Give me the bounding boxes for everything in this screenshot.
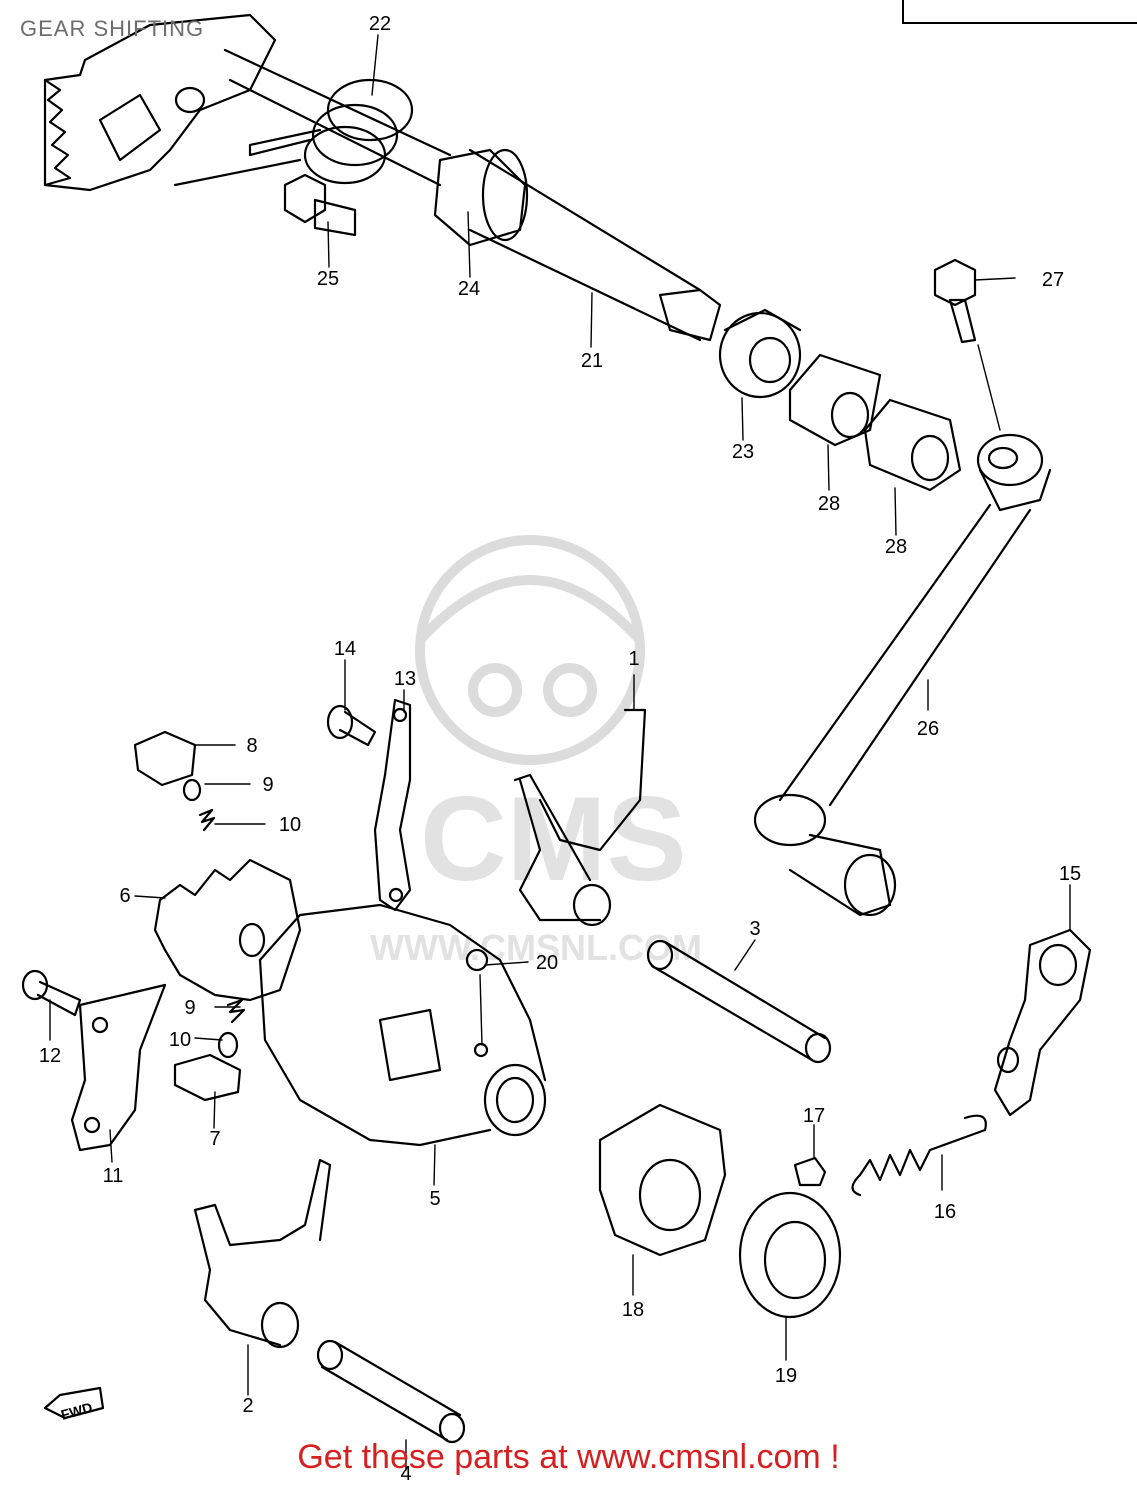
watermark-logo-text: CMS (420, 772, 687, 906)
callout-7: 7 (209, 1128, 220, 1150)
callout-9: 9 (184, 997, 195, 1019)
corner-frame (902, 0, 1137, 24)
cam-guide-plate (70, 983, 167, 1152)
callout-23: 23 (732, 441, 754, 463)
callout-26: 26 (917, 718, 939, 740)
callout-1: 1 (628, 648, 639, 670)
shift-shaft-return-spring (173, 78, 414, 187)
callout-19: 19 (775, 1365, 797, 1387)
gearshift-fork-1 (513, 708, 647, 927)
gearshift-fork-2 (193, 1158, 332, 1349)
callout-25: 25 (317, 268, 339, 290)
footer-link[interactable]: Get these parts at www.cmsnl.com ! (297, 1438, 840, 1476)
cam-pin-20 (465, 948, 489, 972)
callout-9: 9 (262, 774, 273, 796)
callout-10: 10 (279, 814, 301, 836)
leader-lines (49, 34, 1071, 1471)
callout-21: 21 (581, 350, 603, 372)
callout-15: 15 (1059, 863, 1081, 885)
callout-16: 16 (934, 1201, 956, 1223)
cam-stopper-18 (598, 1103, 727, 1257)
callout-14: 14 (334, 638, 356, 660)
pawl-spring-10b (226, 998, 246, 1024)
cmsnl-watermark (415, 535, 645, 765)
callout-10: 10 (169, 1029, 191, 1051)
callout-27: 27 (1042, 269, 1064, 291)
return-spring-16 (851, 1114, 987, 1197)
callout-2: 2 (242, 1395, 253, 1417)
callout-5: 5 (429, 1188, 440, 1210)
diagram-title: GEAR SHIFTING (20, 16, 205, 41)
fork-shaft-3 (646, 939, 832, 1064)
gearshift-arm-plate (993, 928, 1092, 1117)
screw-14 (326, 704, 377, 747)
pawl-8 (133, 730, 197, 787)
fwd-label: FWD (59, 1399, 94, 1423)
shaft-collar (433, 148, 529, 247)
oil-seal-19 (738, 1191, 842, 1319)
callout-18: 18 (622, 1299, 644, 1321)
bush-28b (863, 398, 962, 492)
gearshift-lever (753, 433, 1052, 917)
callout-11: 11 (103, 1165, 124, 1187)
gearshift-cam (258, 903, 547, 1147)
callout-17: 17 (803, 1105, 825, 1127)
callout-28: 28 (818, 493, 840, 515)
callout-20: 20 (536, 952, 558, 974)
callout-8: 8 (246, 735, 257, 757)
callout-6: 6 (119, 885, 130, 907)
bolt-17 (793, 1156, 827, 1187)
callout-numbers: 1234567891091011121314151617181920212223… (39, 13, 1081, 1485)
callout-22: 22 (369, 13, 391, 35)
callout-12: 12 (39, 1045, 61, 1067)
bush-28a (788, 353, 882, 447)
pawl-spring-10a (198, 808, 216, 832)
callout-13: 13 (394, 668, 416, 690)
pawl-7 (173, 1053, 242, 1102)
fork-shaft-4 (316, 1339, 466, 1444)
callout-28: 28 (885, 536, 907, 558)
callout-3: 3 (749, 918, 760, 940)
gear-shift-shaft (43, 13, 722, 342)
cam-stopper-plate (373, 698, 412, 912)
screw-12 (21, 969, 82, 1017)
callout-24: 24 (458, 278, 480, 300)
gearshift-cam-driven-gear (153, 858, 302, 1002)
watermark-url-text: WWW.CMSNL.COM (370, 927, 702, 968)
pawl-pin-9a (182, 778, 202, 802)
callout-4: 4 (400, 1463, 411, 1485)
fwd-arrow-icon (43, 1386, 105, 1420)
oil-seal-23 (718, 308, 802, 399)
gearshift-lever-bolt (933, 258, 977, 344)
pawl-pin-9b (217, 1031, 239, 1059)
stopper-bolt (283, 173, 357, 237)
